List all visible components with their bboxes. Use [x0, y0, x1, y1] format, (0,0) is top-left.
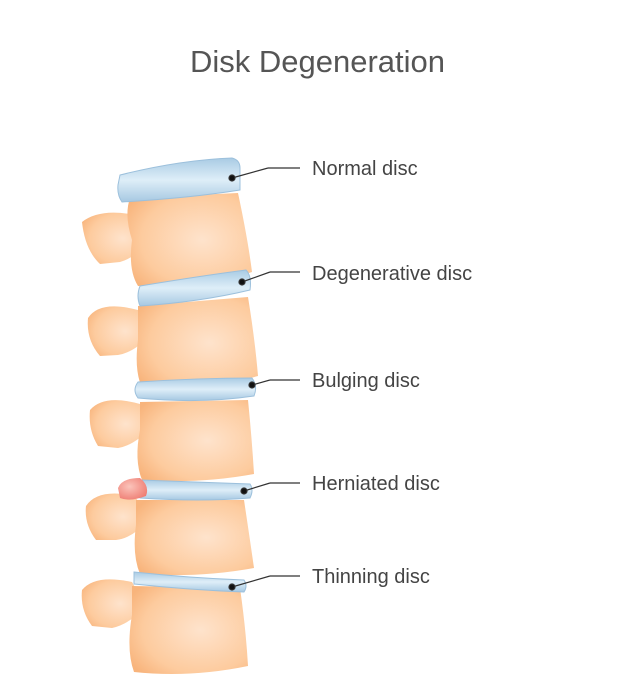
vertebra-5: [81, 579, 248, 674]
label-herniated-disc: Herniated disc: [312, 473, 440, 495]
label-bulging-disc: Bulging disc: [312, 370, 420, 392]
label-normal-disc: Normal disc: [312, 158, 418, 180]
label-degenerative-disc: Degenerative disc: [312, 263, 472, 285]
vertebra-4: [85, 493, 254, 576]
bulging-disc: [134, 377, 257, 402]
thinning-disc: [133, 571, 247, 593]
vertebra-2: [87, 297, 258, 389]
degenerative-disc: [137, 269, 251, 307]
herniation: [118, 478, 148, 500]
normal-disc: [117, 157, 241, 203]
herniated-disc: [137, 479, 253, 501]
diagram-title: Disk Degeneration: [189, 44, 446, 79]
vertebra-1: [82, 193, 252, 287]
vertebra-3: [89, 400, 254, 482]
label-thinning-disc: Thinning disc: [312, 566, 430, 588]
leader-lines: [228, 167, 300, 591]
